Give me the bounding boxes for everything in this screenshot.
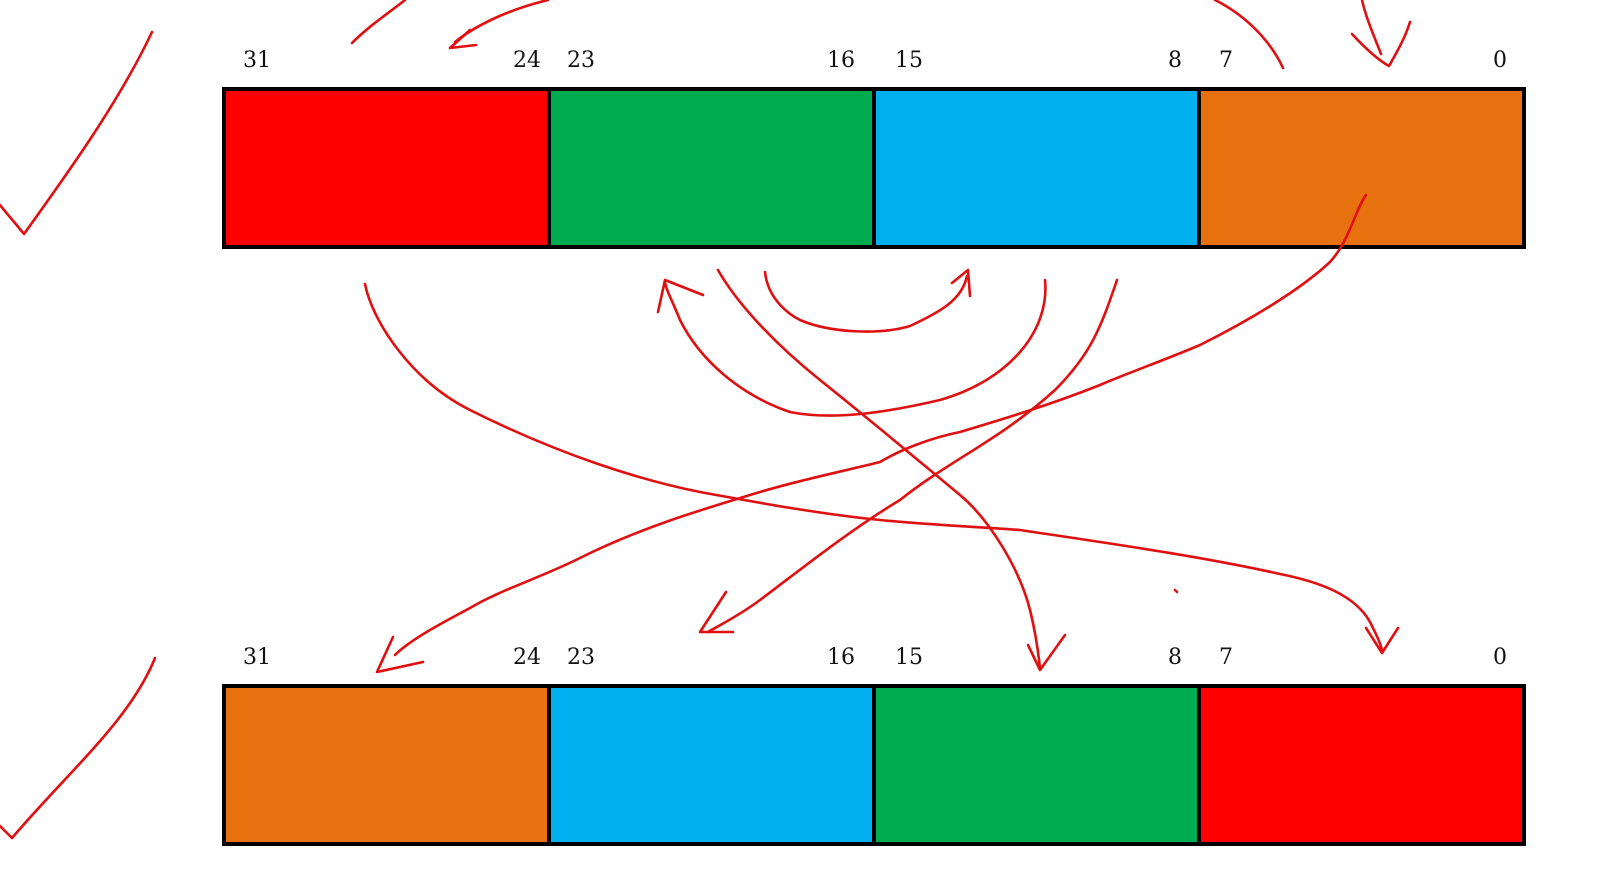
checkmark-top: [0, 30, 154, 236]
checkmark-bottom: [0, 656, 157, 840]
bottom-byte0-cell: [1201, 688, 1522, 842]
bottom-bit-label-8: 8: [1168, 645, 1182, 670]
top-byte0-cell: [1201, 91, 1522, 245]
swap-arc-small: [763, 270, 969, 333]
bottom-byte3-cell: [226, 688, 551, 842]
bottom-bit-label-31: 31: [243, 645, 271, 670]
swap-arc-large-arrowhead: [656, 278, 705, 314]
top-byte3-cell: [226, 91, 551, 245]
top-bit-label-16: 16: [827, 48, 855, 73]
top-register: [222, 87, 1526, 249]
top-byte2-cell: [551, 91, 876, 245]
top-bit-label-15: 15: [895, 48, 923, 73]
bottom-register: [222, 684, 1526, 846]
arrow-byte1-to-byte2: [706, 278, 1119, 634]
arrowhead-byte3: [375, 635, 425, 674]
bottom-byte1-cell: [876, 688, 1201, 842]
arrowhead-byte1: [1026, 633, 1067, 672]
top-byte1-cell: [876, 91, 1201, 245]
top-bit-label-7: 7: [1219, 48, 1233, 73]
bottom-bit-label-15: 15: [895, 645, 923, 670]
bottom-bit-label-24: 24: [513, 645, 541, 670]
stray-dot: [1173, 588, 1179, 594]
top-arrowhead-left: [448, 28, 478, 50]
top-bit-label-24: 24: [513, 48, 541, 73]
top-arc-center: [453, 0, 550, 44]
swap-arc-large: [663, 278, 1047, 417]
arrow-byte0-to-byte3: [393, 193, 1368, 657]
arrowhead-byte0: [1364, 626, 1400, 655]
bottom-bit-label-0: 0: [1493, 645, 1507, 670]
top-bit-label-0: 0: [1493, 48, 1507, 73]
top-bit-label-31: 31: [243, 48, 271, 73]
bottom-bit-label-16: 16: [827, 645, 855, 670]
bottom-bit-label-23: 23: [567, 645, 595, 670]
top-bit-label-8: 8: [1168, 48, 1182, 73]
top-bit-label-23: 23: [567, 48, 595, 73]
arrow-byte2-to-byte1: [716, 268, 1042, 670]
swap-arc-small-arrowhead: [950, 268, 972, 298]
top-arc-right-down: [1360, 0, 1383, 56]
top-arc-left: [350, 0, 407, 45]
arrowhead-byte2: [698, 590, 735, 634]
arrow-byte3-to-byte0: [363, 282, 1384, 652]
bottom-byte2-cell: [551, 688, 876, 842]
top-arrowhead-right: [1350, 20, 1412, 68]
bottom-bit-label-7: 7: [1219, 645, 1233, 670]
